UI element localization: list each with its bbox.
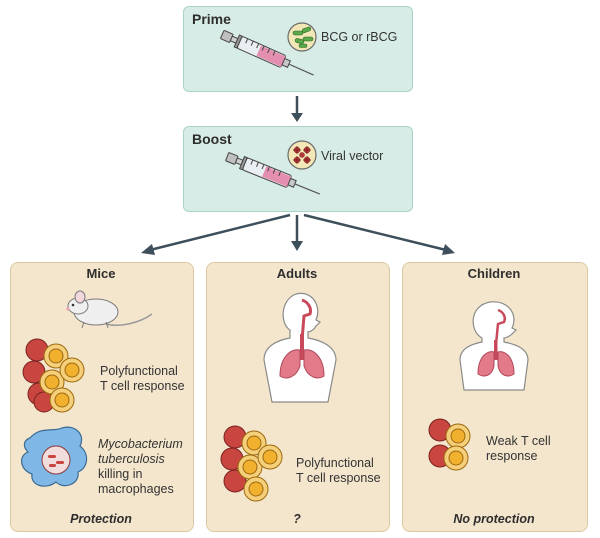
mice-response-line1: Polyfunctional: [100, 364, 178, 378]
mice-killing-line1: Mycobacterium: [98, 437, 183, 451]
children-title: Children: [467, 266, 521, 281]
adults-title: Adults: [276, 266, 318, 281]
adults-response-line1: Polyfunctional: [296, 456, 374, 470]
adult-torso-icon: [263, 292, 337, 403]
tcell-cluster-icon: [428, 418, 471, 471]
child-torso-icon: [459, 301, 529, 391]
mice-outcome: Protection: [70, 512, 132, 526]
mice-killing-line2: tuberculosis: [98, 452, 165, 466]
prime-label: BCG or rBCG: [321, 30, 398, 44]
children-outcome: No protection: [453, 512, 535, 526]
mice-title: Mice: [86, 266, 116, 281]
adults-response-line2: T cell response: [296, 471, 381, 485]
mice-killing-line3: killing in: [98, 467, 143, 481]
boost-label: Viral vector: [321, 149, 384, 163]
boost-title: Boost: [192, 131, 232, 147]
mice-killing-line4: macrophages: [98, 482, 174, 496]
syringe-icon: [225, 152, 321, 195]
tcell-cluster-icon: [220, 425, 283, 502]
syringe-icon: [220, 30, 314, 76]
prime-title: Prime: [192, 11, 231, 27]
macrophage-icon: [21, 426, 88, 487]
children-response-line2: response: [486, 449, 538, 463]
mice-response-line2: T cell response: [100, 379, 185, 393]
adults-outcome: ?: [293, 512, 301, 526]
bcg-bacteria-icon: [287, 22, 317, 52]
mouse-icon: [66, 290, 153, 329]
tcell-cluster-icon: [22, 338, 85, 413]
viral-vector-icon: [287, 140, 317, 170]
children-response-line1: Weak T cell: [486, 434, 551, 448]
